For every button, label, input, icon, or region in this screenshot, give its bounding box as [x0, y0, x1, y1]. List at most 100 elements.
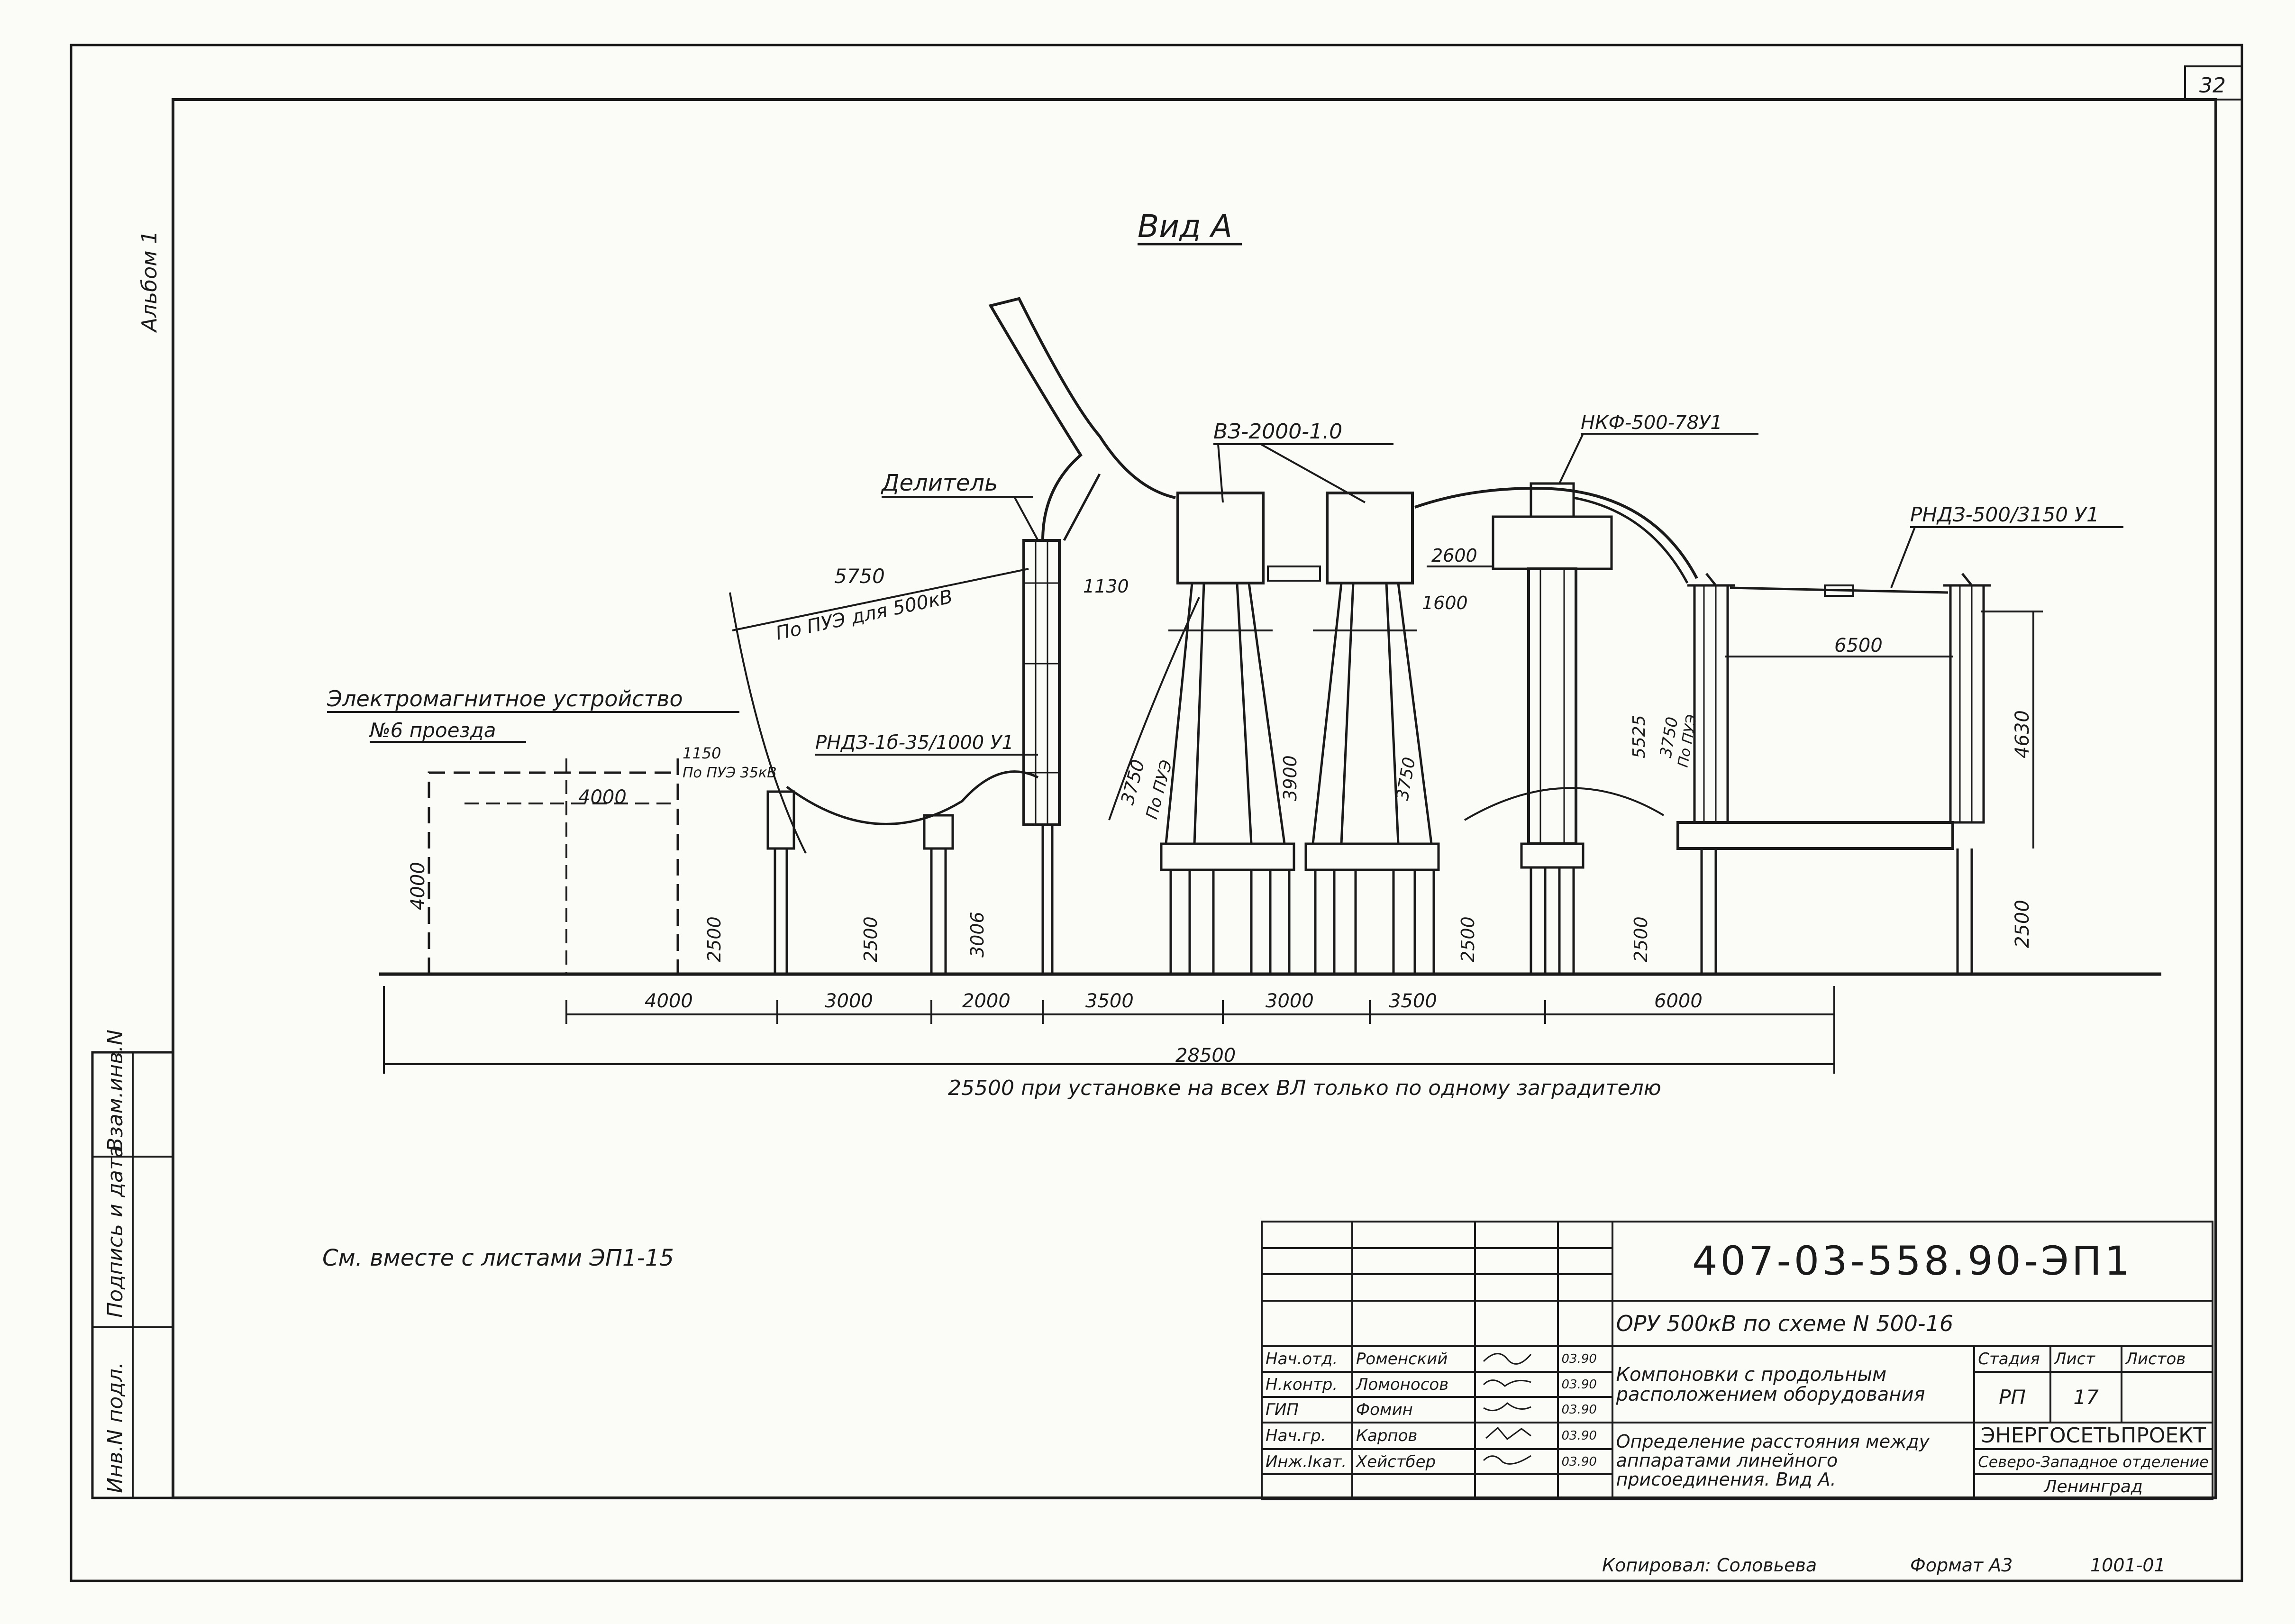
- role-1: Н.контр.: [1261, 1370, 1353, 1398]
- dim-total: 28500: [1175, 1045, 1236, 1067]
- spacing-2: 2000: [962, 990, 1011, 1012]
- album-label: Альбом 1: [137, 231, 162, 333]
- date-4: 03.90: [1557, 1448, 1613, 1476]
- spacing-1: 3000: [825, 990, 873, 1012]
- dim-3750-a: 3750: [1117, 757, 1149, 807]
- date-0: 03.90: [1557, 1345, 1613, 1373]
- spacing-dimension-line: [565, 1000, 1835, 1024]
- transformer-label: НКФ-500-78У1: [1581, 412, 1722, 434]
- role-4: Инж.Iкат.: [1261, 1448, 1353, 1476]
- inner-frame: [172, 98, 2217, 1499]
- dim-3006: 3006: [967, 912, 988, 958]
- sheet-value: 17: [2049, 1370, 2123, 1424]
- spacing-6: 6000: [1654, 990, 1703, 1012]
- conductor-sag: [786, 770, 1039, 825]
- view-title: Вид А: [1138, 208, 1232, 245]
- switch-connector: [1267, 566, 1321, 582]
- page-number: 32: [2199, 73, 2226, 98]
- passage-outline: [428, 758, 679, 974]
- name-1: Ломоносов: [1351, 1370, 1476, 1398]
- page-number-box: [2184, 65, 2243, 100]
- date-3: 03.90: [1557, 1422, 1613, 1450]
- dim-3750-b: 3750: [1393, 756, 1419, 802]
- stage-header: Стадия: [1973, 1345, 2051, 1373]
- dim-4000-v: 4000: [407, 862, 429, 910]
- dim-4630: 4630: [2012, 710, 2033, 758]
- object-name: ОРУ 500кВ по схеме N 500-16: [1611, 1299, 2214, 1348]
- footer-code: 1001-01: [2090, 1555, 2166, 1576]
- signature-2: [1474, 1396, 1559, 1424]
- transformer-nkf: [1492, 482, 1613, 974]
- role-3: Нач.гр.: [1261, 1422, 1353, 1450]
- total-dimension-line: [383, 986, 1835, 1074]
- spacing-0: 4000: [645, 990, 693, 1012]
- spacing-3: 3500: [1085, 990, 1134, 1012]
- dim-1600: 1600: [1422, 593, 1468, 613]
- org-city: Ленинград: [1973, 1473, 2213, 1500]
- dim-2500-c: 2500: [1457, 916, 1478, 962]
- signature-1: [1474, 1370, 1559, 1398]
- disconnector-500: [1676, 573, 1991, 974]
- disconnector-500-label: РНДЗ-500/3150 У1: [1910, 503, 2099, 526]
- see-sheets-note: См. вместе с листами ЭП1-15: [322, 1245, 674, 1271]
- switch-right: [1304, 492, 1440, 974]
- format-label: Формат А3: [1910, 1555, 2013, 1576]
- spacing-5: 3500: [1389, 990, 1437, 1012]
- name-3: Карпов: [1351, 1422, 1476, 1450]
- clearance-arc-right: [1464, 787, 1665, 821]
- dim-2600: 2600: [1431, 545, 1477, 566]
- passage-label: №6 проезда: [369, 719, 496, 742]
- name-2: Фомин: [1351, 1396, 1476, 1424]
- dim-4000-top: 4000: [578, 786, 627, 808]
- side-label-replace: Взам.инв.N: [103, 1030, 128, 1152]
- dim-5525: 5525: [1630, 715, 1649, 758]
- side-label-inv: Инв.N подл.: [103, 1362, 128, 1493]
- title-block: 407-03-558.90-ЭП1 ОРУ 500кВ по схеме N 5…: [1261, 1221, 2214, 1500]
- side-label-sign: Подпись и дата: [103, 1145, 128, 1318]
- switch-label: ВЗ-2000-1.0: [1213, 420, 1342, 444]
- footnote: 25500 при установке на всех ВЛ только по…: [948, 1076, 1661, 1100]
- dim-2500-e: 2500: [2012, 900, 2033, 948]
- outer-frame: [70, 44, 2243, 1582]
- sheets-value: [2121, 1370, 2213, 1424]
- dim-1130: 1130: [1083, 576, 1129, 597]
- disconnector-35-label: РНДЗ-1б-35/1000 У1: [815, 732, 1014, 754]
- name-4: Хейстбер: [1351, 1448, 1476, 1476]
- dim-5750: 5750: [834, 565, 885, 588]
- sheets-header: Листов: [2121, 1345, 2213, 1373]
- org-name: ЭНЕРГОСЕТЬПРОЕКТ: [1973, 1422, 2213, 1450]
- date-2: 03.90: [1557, 1396, 1613, 1424]
- role-2: ГИП: [1261, 1396, 1353, 1424]
- signature-0: [1474, 1345, 1559, 1373]
- delitel-label: Делитель: [881, 470, 998, 496]
- support-35kv: [923, 814, 954, 974]
- bus-connection: [1414, 486, 1698, 579]
- name-0: Роменский: [1351, 1345, 1476, 1373]
- switch-left: [1160, 492, 1295, 974]
- bus-pipe: [988, 297, 1176, 541]
- date-1: 03.90: [1557, 1370, 1613, 1398]
- divider-column: [1022, 539, 1061, 974]
- clearance-pue-label: По ПУЭ для 500кВ: [774, 586, 955, 645]
- stage-value: РП: [1973, 1370, 2051, 1424]
- em-device-label: Электромагнитное устройство: [327, 686, 683, 712]
- signature-3: [1474, 1422, 1559, 1450]
- role-0: Нач.отд.: [1261, 1345, 1353, 1373]
- dim-2500-a: 2500: [704, 916, 725, 962]
- sheet-header: Лист: [2049, 1345, 2123, 1373]
- spacing-4: 3000: [1266, 990, 1314, 1012]
- dim-3900: 3900: [1280, 755, 1301, 801]
- copied-by: Копировал: Соловьева: [1602, 1555, 1817, 1576]
- document-code: 407-03-558.90-ЭП1: [1611, 1221, 2214, 1302]
- dim-2500-b: 2500: [860, 916, 881, 962]
- clearance-arc-5750: [729, 592, 807, 854]
- dim-2500-d: 2500: [1630, 916, 1651, 962]
- org-branch: Северо-Западное отделение: [1973, 1448, 2213, 1476]
- dim-1150: 1150: [683, 744, 721, 762]
- dim-6500: 6500: [1834, 635, 1883, 657]
- pue-35-label: По ПУЭ 35кВ: [683, 765, 777, 781]
- signature-4: [1474, 1448, 1559, 1476]
- support-em: [766, 790, 795, 974]
- title-line-2: Определение расстояния между аппаратами …: [1611, 1422, 1976, 1500]
